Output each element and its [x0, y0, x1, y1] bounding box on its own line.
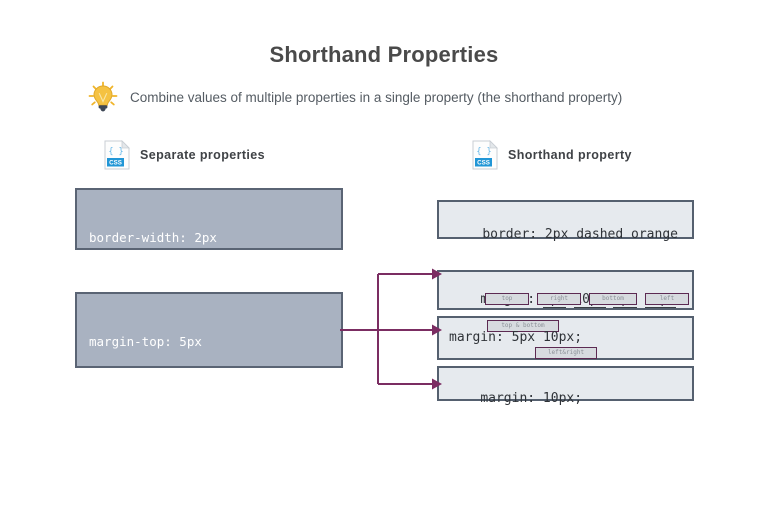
svg-text:CSS: CSS — [109, 160, 122, 167]
subtitle-row: Combine values of multiple properties in… — [86, 80, 622, 114]
page-title: Shorthand Properties — [269, 42, 499, 67]
slide-canvas: Shorthand Properties Combine value — [75, 42, 694, 493]
value-tag-bottom: bottom — [589, 293, 637, 305]
code-block-border-shorthand: border: 2px dashed orange — [437, 200, 694, 242]
code-line: border-style: dashed | solid — [89, 278, 300, 293]
code-text: margin: 5px 10px; — [449, 330, 582, 345]
space — [535, 330, 543, 345]
code-line: border-width: 2px — [89, 230, 217, 245]
space — [637, 292, 645, 307]
code-terminator: ; — [574, 330, 583, 345]
value-tag-top-bottom: top & bottom — [487, 320, 559, 332]
code-line: margin: 10px; — [480, 391, 583, 406]
svg-text:{ }: { } — [108, 147, 123, 157]
css-file-icon: { } CSS — [104, 140, 130, 170]
code-line: border: 2px dashed orange — [482, 227, 678, 242]
subtitle-text: Combine values of multiple properties in… — [130, 89, 623, 105]
code-line: margin-bottom:5px — [89, 430, 217, 445]
column-header-shorthand: { } CSS Shorthand property — [472, 140, 632, 170]
code-line: margin-left: 10px — [89, 478, 217, 493]
column-header-separate: { } CSS Separate properties — [104, 140, 265, 170]
code-prefix: margin: — [449, 330, 512, 345]
code-block-margin-two-values: top & bottom margin: 5px 10px; left&righ… — [437, 316, 694, 360]
value-tag-left: left — [645, 293, 689, 305]
code-block-margin-four-values: margin: 5px 10px 5px 10px; top right bot… — [437, 270, 694, 310]
branching-arrows — [340, 262, 444, 407]
margin-value-left-right: 10px — [542, 330, 575, 345]
value-tag-left-right: left&right — [535, 347, 597, 359]
code-block-border-longhand: border-width: 2px border-style: dashed |… — [75, 188, 343, 341]
value-tag-right: right — [537, 293, 581, 305]
code-line: margin-right: 10px — [89, 382, 225, 397]
css-file-icon: { } CSS — [472, 140, 498, 170]
code-line: margin-top: 5px — [89, 334, 202, 349]
svg-text:CSS: CSS — [477, 160, 490, 167]
column-header-separate-label: Separate properties — [140, 148, 266, 162]
column-header-shorthand-label: Shorthand property — [508, 148, 632, 162]
code-block-margin-longhand: margin-top: 5px margin-right: 10px margi… — [75, 292, 343, 493]
svg-text:{ }: { } — [476, 147, 491, 157]
value-tag-top: top — [485, 293, 529, 305]
code-block-margin-one-value: margin: 10px; — [437, 366, 694, 406]
margin-value-top-bottom: 5px — [511, 330, 536, 345]
lightbulb-icon — [86, 80, 120, 114]
